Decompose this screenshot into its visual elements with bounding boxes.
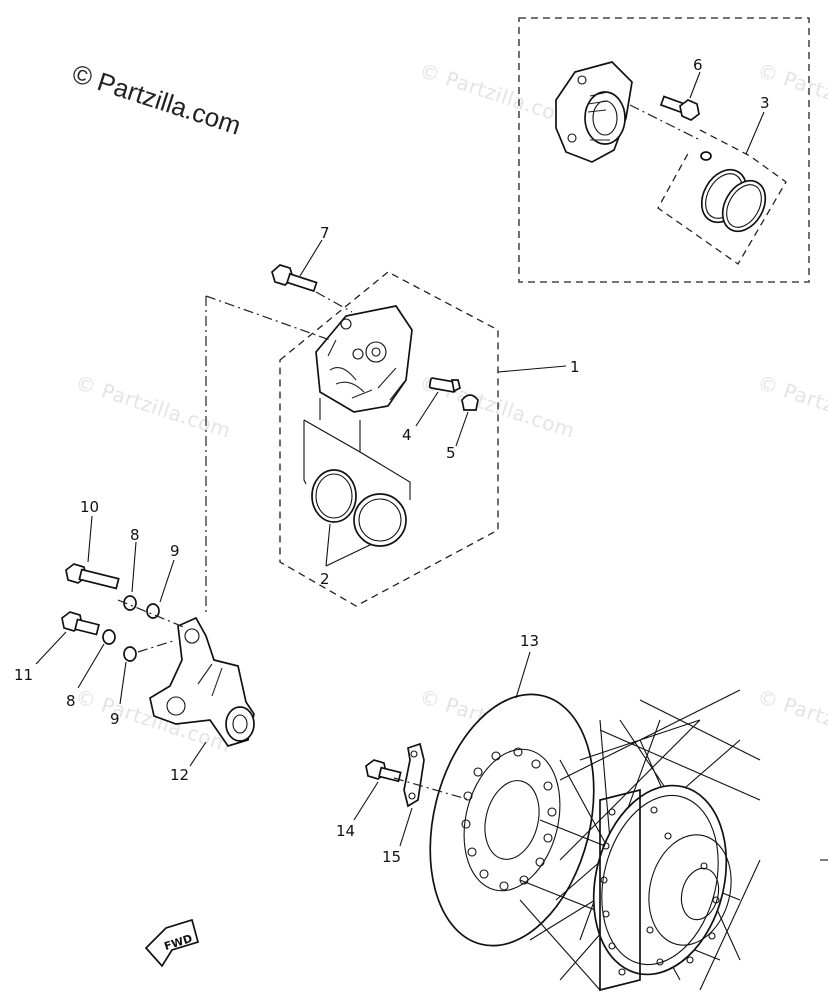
callout-3: 3: [760, 94, 770, 112]
brake-pad-2a: [311, 469, 357, 523]
callout-9-upper: 9: [170, 542, 180, 560]
leader-9-lower: [119, 661, 127, 705]
caliper-bracket-12: [149, 616, 255, 747]
leader-14: [353, 781, 379, 821]
callout-12: 12: [170, 766, 189, 784]
bracket-bolt-axes: [117, 599, 187, 653]
callout-8-lower: 8: [66, 692, 76, 710]
inset-axis: [629, 104, 701, 141]
leader-8-upper: [131, 541, 137, 593]
washer-9-lower: [123, 646, 137, 662]
caliper-assy-box: [279, 271, 499, 607]
caliper-bolt-7: [271, 264, 318, 293]
callout-2: 2: [320, 570, 330, 588]
leader-5: [455, 411, 469, 447]
lock-plate-15: [403, 742, 425, 808]
inset-seal-kit-3: [700, 168, 767, 233]
callout-5: 5: [446, 444, 456, 462]
callout-13: 13: [520, 632, 539, 650]
bolt-10: [65, 563, 120, 590]
inset-small-ring: [700, 151, 712, 161]
callout-11: 11: [14, 666, 33, 684]
brake-pad-2b: [353, 493, 407, 547]
leader-7: [299, 239, 323, 277]
leader-1: [497, 365, 567, 373]
washer-9-upper: [146, 603, 160, 619]
wheel-hub: [519, 689, 828, 992]
inset-box: [518, 17, 810, 283]
brake-disc-13: [429, 693, 595, 947]
callout-6: 6: [693, 56, 703, 74]
bleed-cap-5: [461, 394, 479, 411]
callout-15: 15: [382, 848, 401, 866]
inset-bolt-6: [659, 95, 700, 121]
callout-10: 10: [80, 498, 99, 516]
bolt-axis: [315, 291, 353, 313]
callout-7: 7: [320, 224, 330, 242]
leader-6: [689, 71, 701, 99]
leader-8-lower: [77, 643, 105, 689]
bleed-screw-4: [428, 377, 461, 393]
washer-8-lower: [102, 629, 116, 645]
forward-arrow-icon: FWD: [144, 918, 200, 968]
callout-9-lower: 9: [110, 710, 120, 728]
leader-11: [35, 631, 67, 665]
leader-12: [189, 741, 207, 767]
callout-8-upper: 8: [130, 526, 140, 544]
leader-10: [87, 515, 93, 563]
bolt-11: [61, 611, 100, 636]
bracket-guide: [205, 295, 331, 616]
leader-9-upper: [159, 559, 175, 603]
callout-14: 14: [336, 822, 355, 840]
leader-2: [325, 523, 373, 567]
leader-4: [415, 391, 439, 427]
inset-caliper-body: [555, 61, 633, 163]
caliper-body: [315, 305, 413, 413]
leader-3: [745, 111, 765, 155]
callout-1: 1: [570, 358, 580, 376]
inset-kit-box: [657, 129, 787, 265]
leader-13: [515, 651, 531, 699]
pad-bracket: [303, 419, 411, 500]
disc-bolt-axis: [393, 777, 471, 801]
callout-4: 4: [402, 426, 412, 444]
leader-15: [399, 807, 413, 847]
